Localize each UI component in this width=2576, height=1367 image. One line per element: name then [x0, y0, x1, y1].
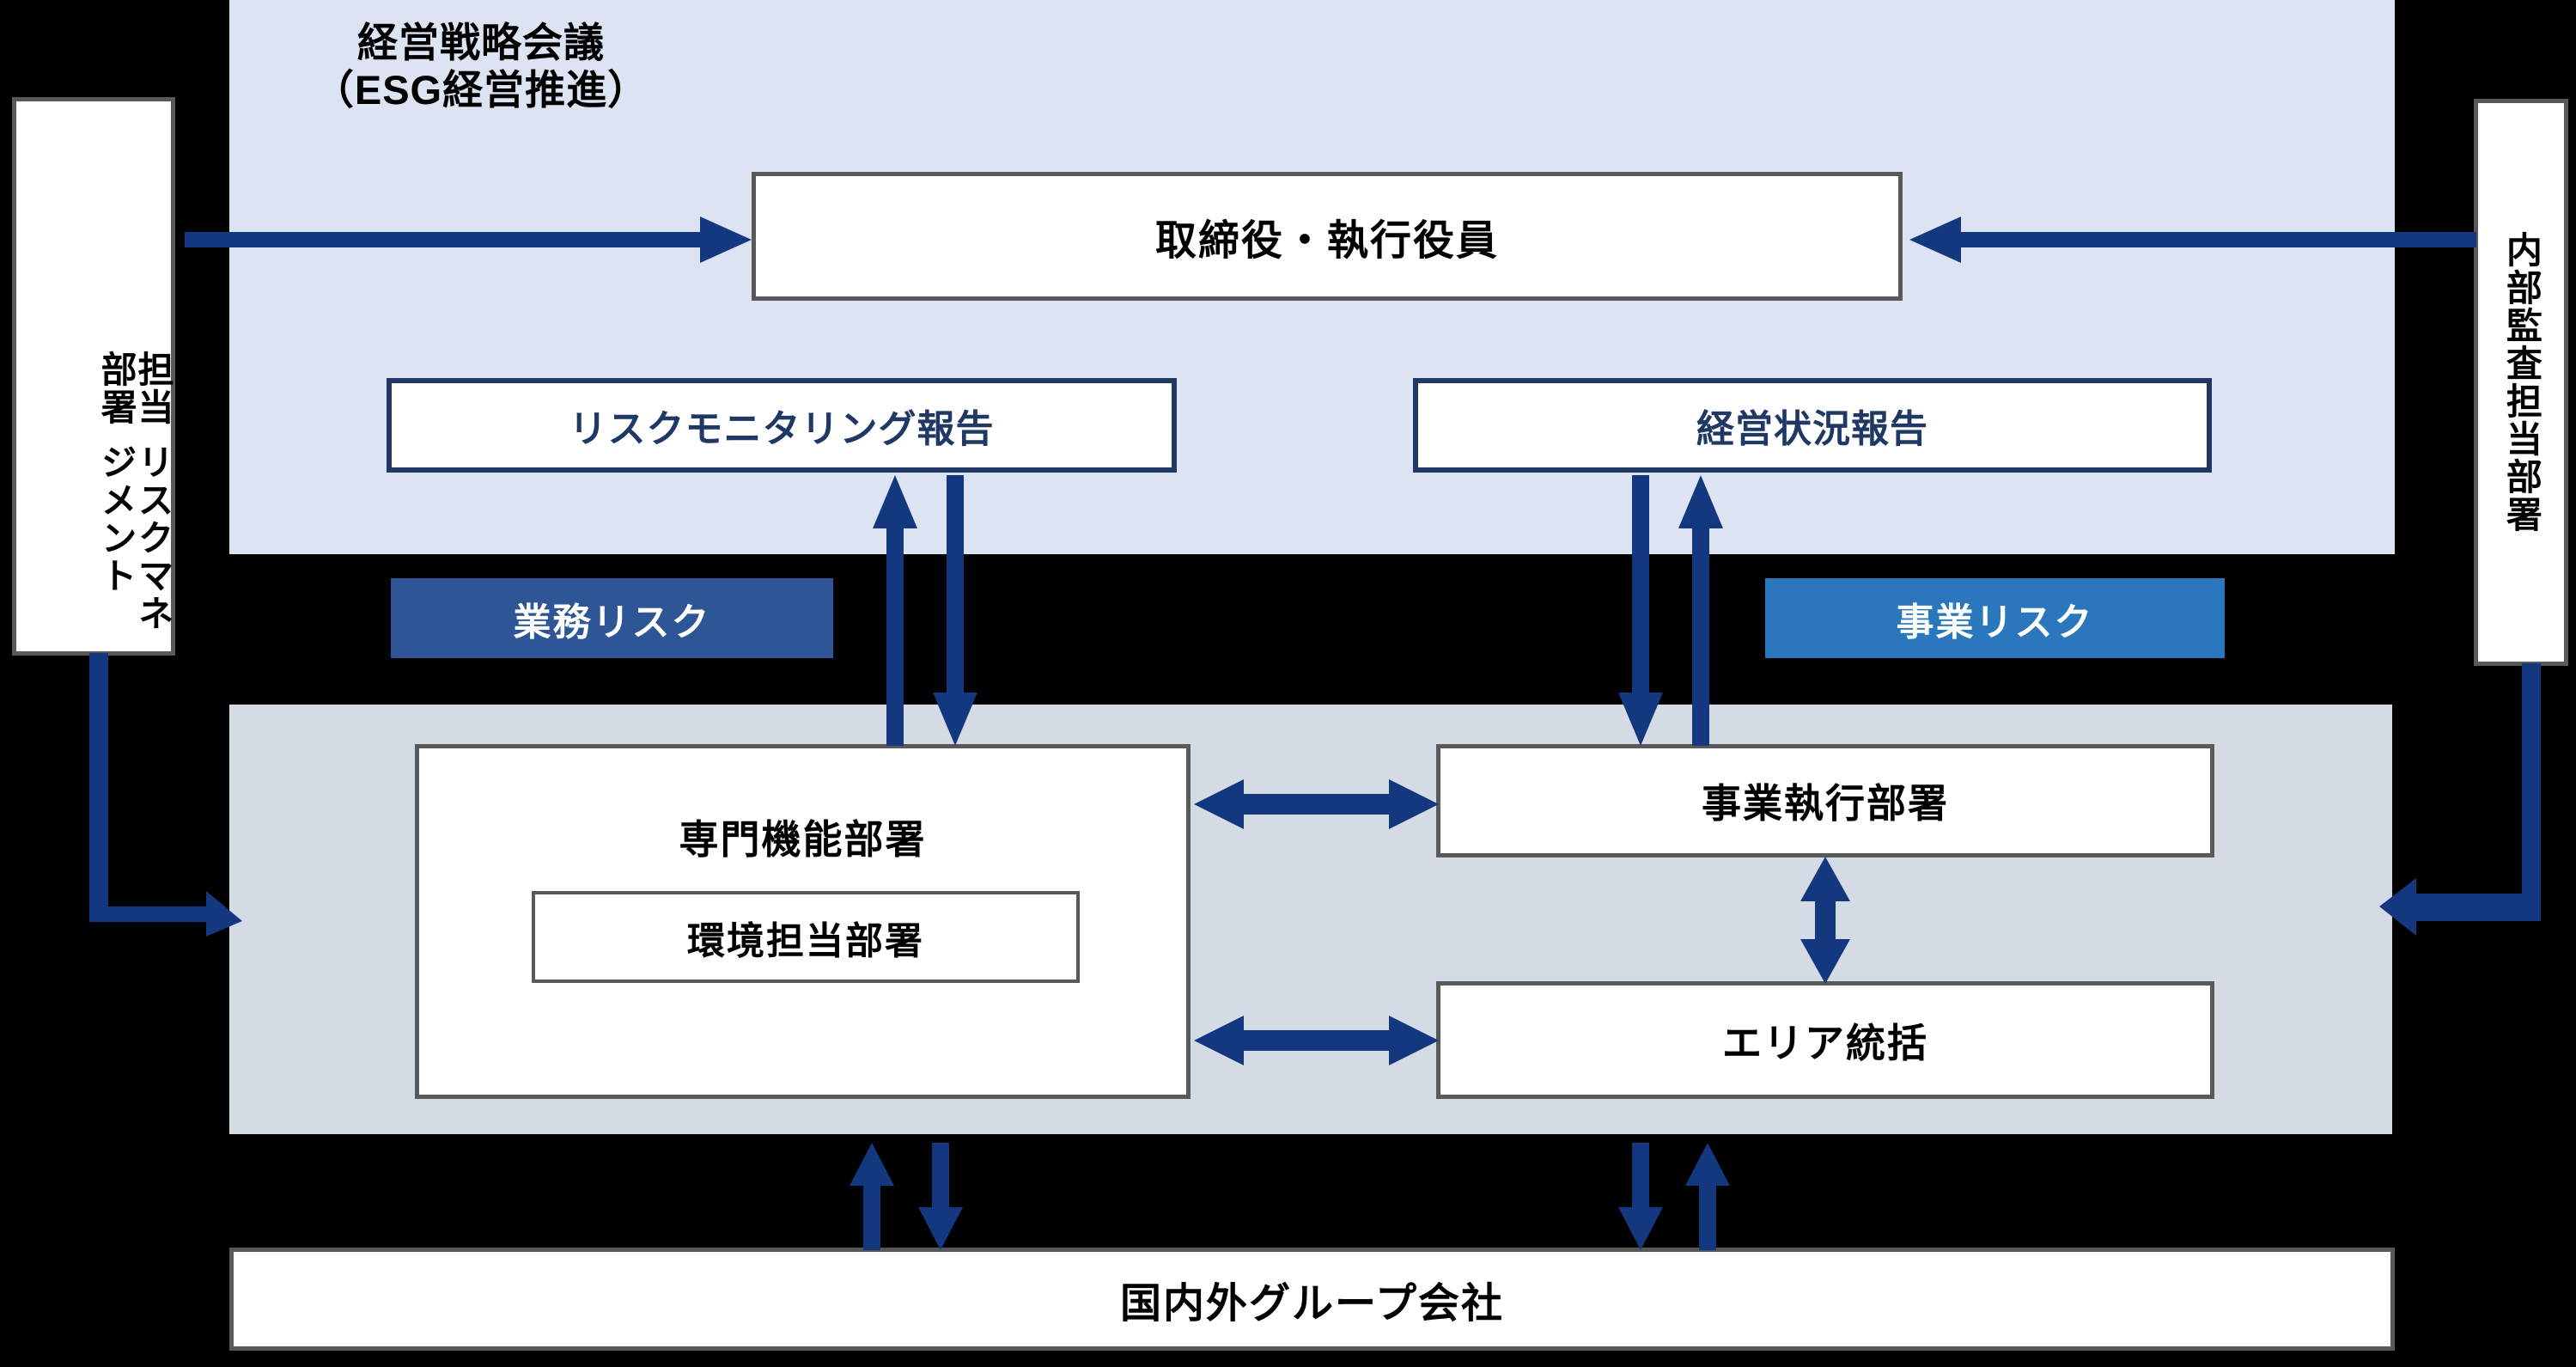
risk-management-dept-col2: 担当部署 — [96, 351, 174, 426]
arrow-internal-audit-to-directors — [1901, 213, 2476, 266]
internal-audit-dept-label: 内部監査担当部署 — [2501, 231, 2543, 534]
arrow-risk-mgmt-to-directors — [185, 213, 756, 266]
arrow-down-left-group-companies — [915, 1143, 966, 1250]
arrow-down-risk-monitoring — [929, 475, 981, 746]
environment-dept-box[interactable]: 環境担当部署 — [532, 891, 1080, 983]
business-risk-tag: 事業リスク — [1765, 578, 2225, 658]
work-risk-tag: 業務リスク — [391, 578, 833, 658]
risk-management-dept-box[interactable]: リスクマネジメント 担当部署 — [12, 97, 175, 656]
management-status-report-box[interactable]: 経営状況報告 — [1413, 378, 2212, 473]
specialized-function-dept-label: 専門機能部署 — [679, 817, 927, 862]
arrow-business-execution-to-area-management — [1799, 857, 1852, 984]
risk-monitoring-report-box[interactable]: リスクモニタリング報告 — [387, 378, 1177, 473]
internal-audit-dept-box[interactable]: 内部監査担当部署 — [2474, 99, 2568, 666]
arrow-specialized-to-area-management — [1194, 1014, 1439, 1067]
arrow-up-right-group-companies — [1682, 1143, 1733, 1250]
directors-box[interactable]: 取締役・執行役員 — [752, 172, 1903, 301]
business-execution-dept-box[interactable]: 事業執行部署 — [1436, 744, 2214, 857]
arrow-internal-audit-to-panel — [2378, 663, 2545, 938]
arrow-up-management-status — [1675, 475, 1726, 746]
risk-management-dept-col1: リスクマネジメント — [96, 442, 174, 632]
page-title-line1: 経営戦略会議 — [357, 20, 605, 65]
arrow-down-management-status — [1615, 475, 1666, 746]
arrow-specialized-to-business-execution — [1194, 778, 1439, 831]
page-title-line2: （ESG経営推進） — [313, 67, 649, 113]
arrow-up-left-group-companies — [846, 1143, 898, 1250]
arrow-down-right-group-companies — [1615, 1143, 1666, 1250]
area-management-box[interactable]: エリア統括 — [1436, 981, 2214, 1099]
group-companies-box[interactable]: 国内外グループ会社 — [229, 1248, 2395, 1351]
arrow-risk-mgmt-to-panel — [77, 653, 245, 937]
page-title: 経営戦略会議 （ESG経営推進） — [258, 19, 704, 114]
arrow-up-risk-monitoring — [869, 475, 921, 746]
